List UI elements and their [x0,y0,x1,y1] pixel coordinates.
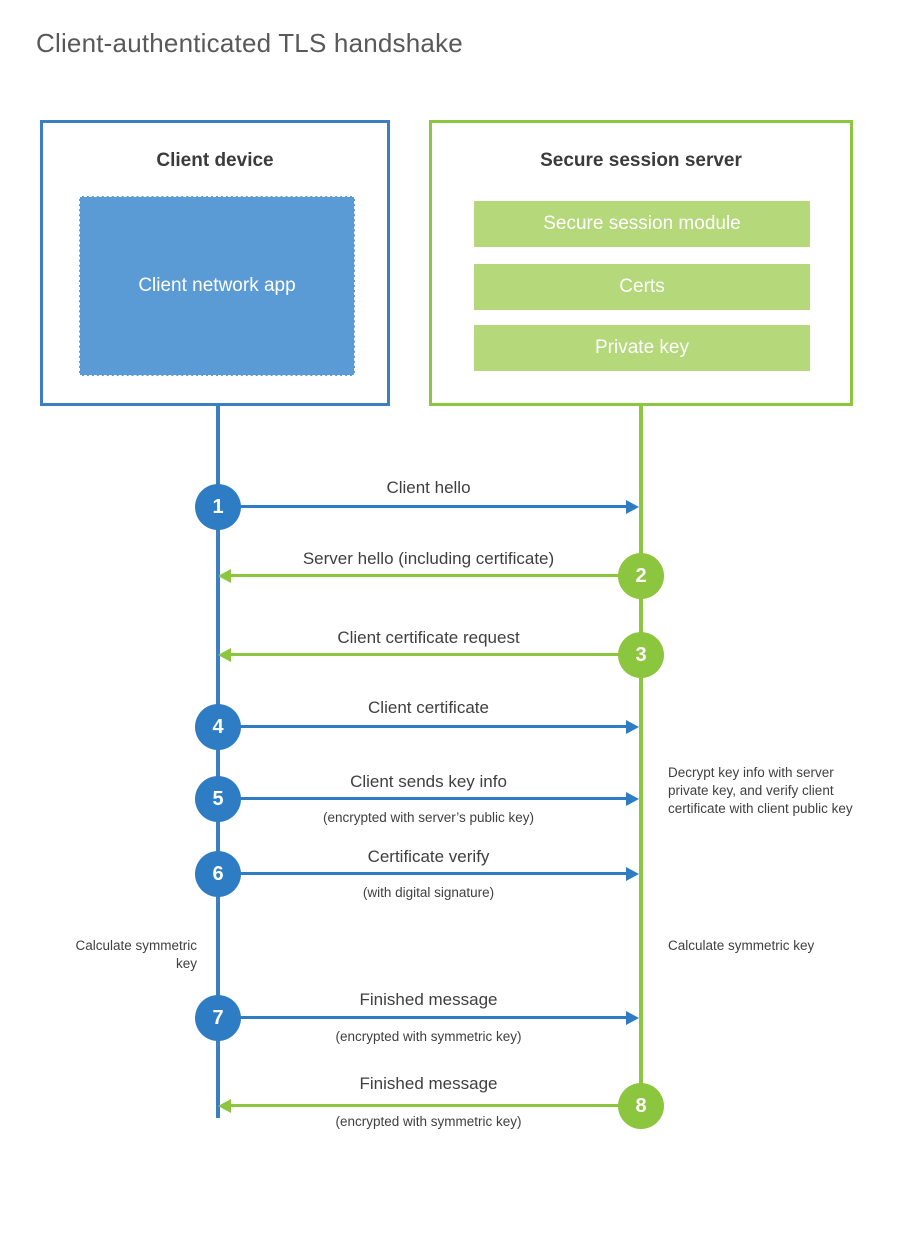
step-3-number: 3 [635,643,647,666]
server-module-secure-session-module: Secure session module [474,201,810,247]
step-8-number: 8 [635,1094,647,1117]
step-8-label: Finished message [359,1074,498,1093]
step-4-label: Client certificate [368,698,489,717]
step-7-arrow-line [218,1016,626,1019]
step-7-label: Finished message [359,990,498,1009]
step-1-number: 1 [212,495,224,518]
client-device-title: Client device [156,150,274,171]
step-2-label: Server hello (including certificate) [302,549,555,568]
step-8-arrow-line [231,1104,641,1107]
step-6-arrow-line [218,872,626,875]
step-6-arrow-head [626,867,639,881]
step-7-number: 7 [212,1006,224,1029]
client-calculate-symmetric-key-note: Calculate symmetric key [75,938,197,971]
step-2-marker[interactable]: 2 [618,553,664,599]
step-5-label: Client sends key info [350,772,507,791]
step-8-arrow-head [218,1099,231,1113]
step-5-arrow-line [218,797,626,800]
step-3-arrow-line [231,653,641,656]
step-3-label: Client certificate request [337,628,520,647]
step-2-number: 2 [635,564,647,587]
step-2-arrow-line [231,574,641,577]
step-7-marker[interactable]: 7 [195,995,241,1041]
step-4-marker[interactable]: 4 [195,704,241,750]
step-3-arrow-head [218,648,231,662]
step-4-arrow-line [218,725,626,728]
step-1-marker[interactable]: 1 [195,484,241,530]
step-5-sublabel: (encrypted with server’s public key) [322,810,535,825]
page-title: Client-authenticated TLS handshake [36,28,463,58]
server-module-label: Certs [619,276,665,297]
server-module-label: Secure session module [543,213,741,234]
step-6-label: Certificate verify [367,847,490,866]
step-6-sublabel: (with digital signature) [362,885,495,900]
step-8-sublabel: (encrypted with symmetric key) [335,1114,522,1129]
step-8-marker[interactable]: 8 [618,1083,664,1129]
step-4-arrow-head [626,720,639,734]
step-1-arrow-head [626,500,639,514]
secure-session-server-title: Secure session server [540,150,742,171]
server-calculate-symmetric-key-note: Calculate symmetric key [668,938,815,953]
step-6-marker[interactable]: 6 [195,851,241,897]
step-7-sublabel: (encrypted with symmetric key) [335,1029,522,1044]
step-5-marker[interactable]: 5 [195,776,241,822]
client-network-app-block: Client network app [79,196,355,376]
step-7-arrow-head [626,1011,639,1025]
step-2-arrow-head [218,569,231,583]
step-1-arrow-line [218,505,626,508]
step-4-number: 4 [212,715,224,738]
server-module-certs: Certs [474,264,810,310]
server-module-private-key: Private key [474,325,810,371]
client-lifeline [216,406,220,1118]
server-decrypt-verify-note: Decrypt key info with server private key… [668,765,853,816]
step-5-arrow-head [626,792,639,806]
step-1-label: Client hello [386,478,471,497]
step-3-marker[interactable]: 3 [618,632,664,678]
step-5-number: 5 [212,787,224,810]
step-6-number: 6 [212,862,224,885]
server-lifeline [639,406,643,1106]
client-network-app-label: Client network app [138,275,296,296]
server-module-label: Private key [595,337,689,358]
